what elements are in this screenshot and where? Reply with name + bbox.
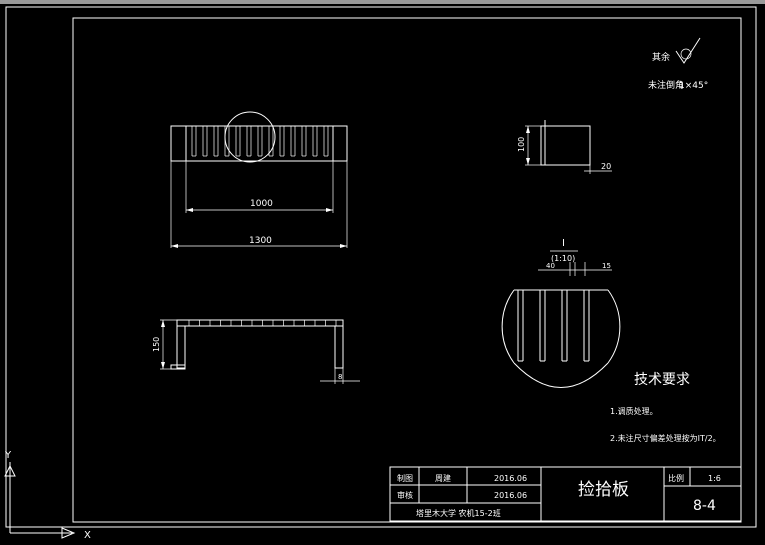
detail-label: I <box>562 238 565 249</box>
drawing-number: 8-4 <box>693 498 716 514</box>
side-view: 100 20 <box>517 120 612 174</box>
dim-leg-foot: 8 <box>338 373 342 381</box>
drawing-frame <box>72 17 742 523</box>
roughness-symbol-icon <box>675 37 701 64</box>
dim-detail-tooth: 40 <box>546 262 555 270</box>
dim-overall-length: 1300 <box>249 236 272 246</box>
school-name: 塔里木大学 农机15-2班 <box>416 508 501 518</box>
dim-inner-span: 1000 <box>250 199 273 209</box>
sheet-outer-border <box>5 6 757 528</box>
drawn-by-label: 制图 <box>397 473 413 483</box>
scale-value: 1:6 <box>708 474 721 483</box>
tech-item-2: 2.未注尺寸偏差处理按为IT/2。 <box>610 433 721 443</box>
technical-requirements: 技术要求 1.调质处理。 2.未注尺寸偏差处理按为IT/2。 <box>610 372 721 443</box>
chamfer-note-label: 未注倒角 <box>648 79 684 91</box>
dim-detail-right: 15 <box>602 262 611 270</box>
part-name: 捡拾板 <box>578 480 629 500</box>
window-top-bar <box>0 0 765 4</box>
checked-date: 2016.06 <box>494 491 527 500</box>
front-view-teeth <box>191 126 329 157</box>
drawn-date: 2016.06 <box>494 474 527 483</box>
checked-by-label: 审核 <box>397 490 413 500</box>
tech-heading: 技术要求 <box>634 372 690 388</box>
surface-finish-label: 其余 <box>652 51 670 63</box>
detail-circle-marker <box>224 111 276 163</box>
tech-item-1: 1.调质处理。 <box>610 406 658 416</box>
bottom-view: 150 8 <box>152 319 360 384</box>
title-block: 制图 周建 2016.06 审核 2016.06 塔里木大学 农机15-2班 捡… <box>389 466 742 522</box>
detail-scale: (1:10) <box>551 254 575 263</box>
surface-finish-note: 其余 未注倒角 1×45° <box>648 37 708 91</box>
ucs-x-label: X <box>84 530 91 541</box>
chamfer-note-value: 1×45° <box>679 81 708 91</box>
dim-side-height: 100 <box>517 137 526 152</box>
drawn-by-name: 周建 <box>435 473 451 483</box>
bottom-view-ticks <box>188 320 337 326</box>
ucs-icon: Y X <box>4 450 91 541</box>
detail-view: I (1:10) 40 15 <box>501 238 621 388</box>
scale-label: 比例 <box>668 473 684 483</box>
dim-leg-height: 150 <box>152 337 161 352</box>
detail-view-teeth <box>514 262 608 362</box>
front-view: 1000 1300 <box>170 111 348 248</box>
ucs-y-label: Y <box>4 450 12 461</box>
dim-side-thickness: 20 <box>601 162 611 171</box>
